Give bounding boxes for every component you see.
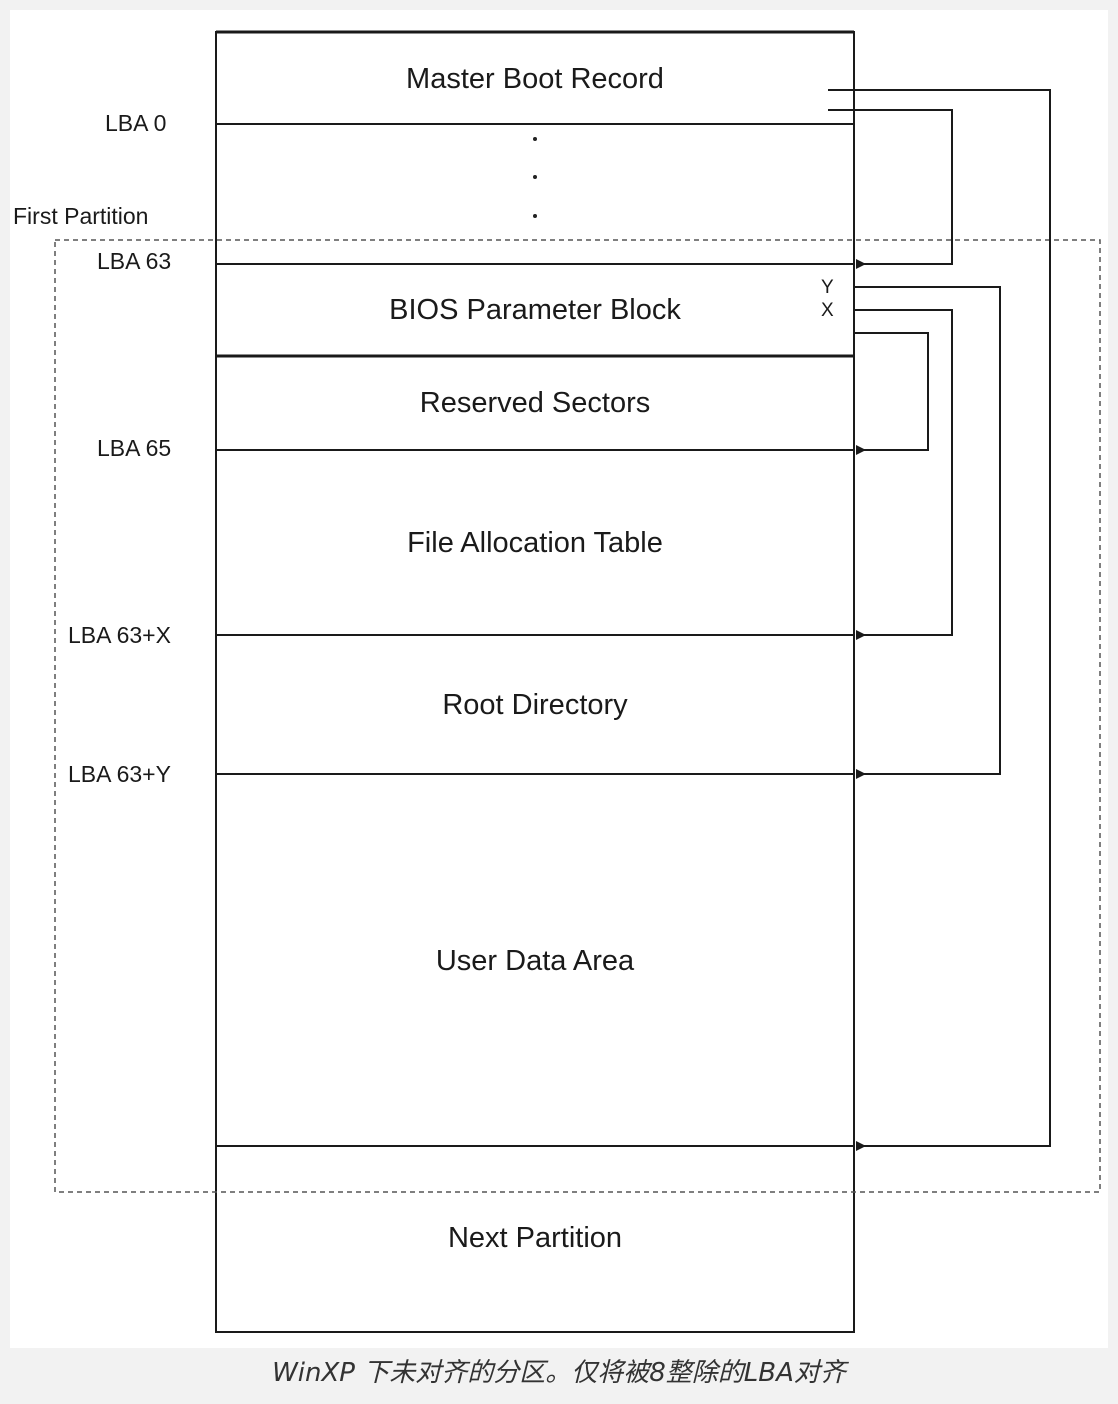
block-label-next: Next Partition	[448, 1222, 622, 1254]
pointer-label-x: X	[821, 300, 834, 321]
lba-label-63: LBA 63	[97, 248, 171, 274]
lba-label-65: LBA 65	[97, 435, 171, 461]
pointer-bpb-y-to-lba63y	[854, 286, 1001, 779]
figure: Master Boot Record BIOS Parameter Block …	[10, 10, 1108, 1348]
lba-label-0: LBA 0	[105, 110, 166, 136]
ellipsis-dot	[533, 137, 537, 141]
pointer-bpb-x-to-lba63x	[854, 309, 953, 640]
pointer-mbr-to-lba63	[828, 109, 953, 269]
partition-layout-diagram: Master Boot Record BIOS Parameter Block …	[13, 30, 1101, 1333]
ellipsis-dot	[533, 214, 537, 218]
lba-label-63y: LBA 63+Y	[68, 761, 171, 787]
first-partition-label: First Partition	[13, 203, 148, 229]
pointer-label-y: Y	[821, 277, 834, 298]
block-label-reserved: Reserved Sectors	[420, 387, 651, 419]
pointer-bpb-to-lba65	[854, 332, 929, 455]
block-label-fat: File Allocation Table	[407, 527, 663, 559]
block-label-mbr: Master Boot Record	[406, 63, 664, 95]
block-label-bpb: BIOS Parameter Block	[389, 294, 681, 326]
figure-caption: WinXP 下未对齐的分区。仅将被8整除的LBA对齐	[272, 1358, 846, 1388]
disk-column	[215, 31, 855, 1333]
ellipsis-dot	[533, 175, 537, 179]
block-label-data: User Data Area	[436, 945, 635, 977]
first-partition-frame	[54, 239, 1101, 1193]
pointer-mbr-to-data-end	[828, 89, 1051, 1151]
lba-label-63x: LBA 63+X	[68, 622, 171, 648]
block-label-root: Root Directory	[442, 689, 628, 721]
